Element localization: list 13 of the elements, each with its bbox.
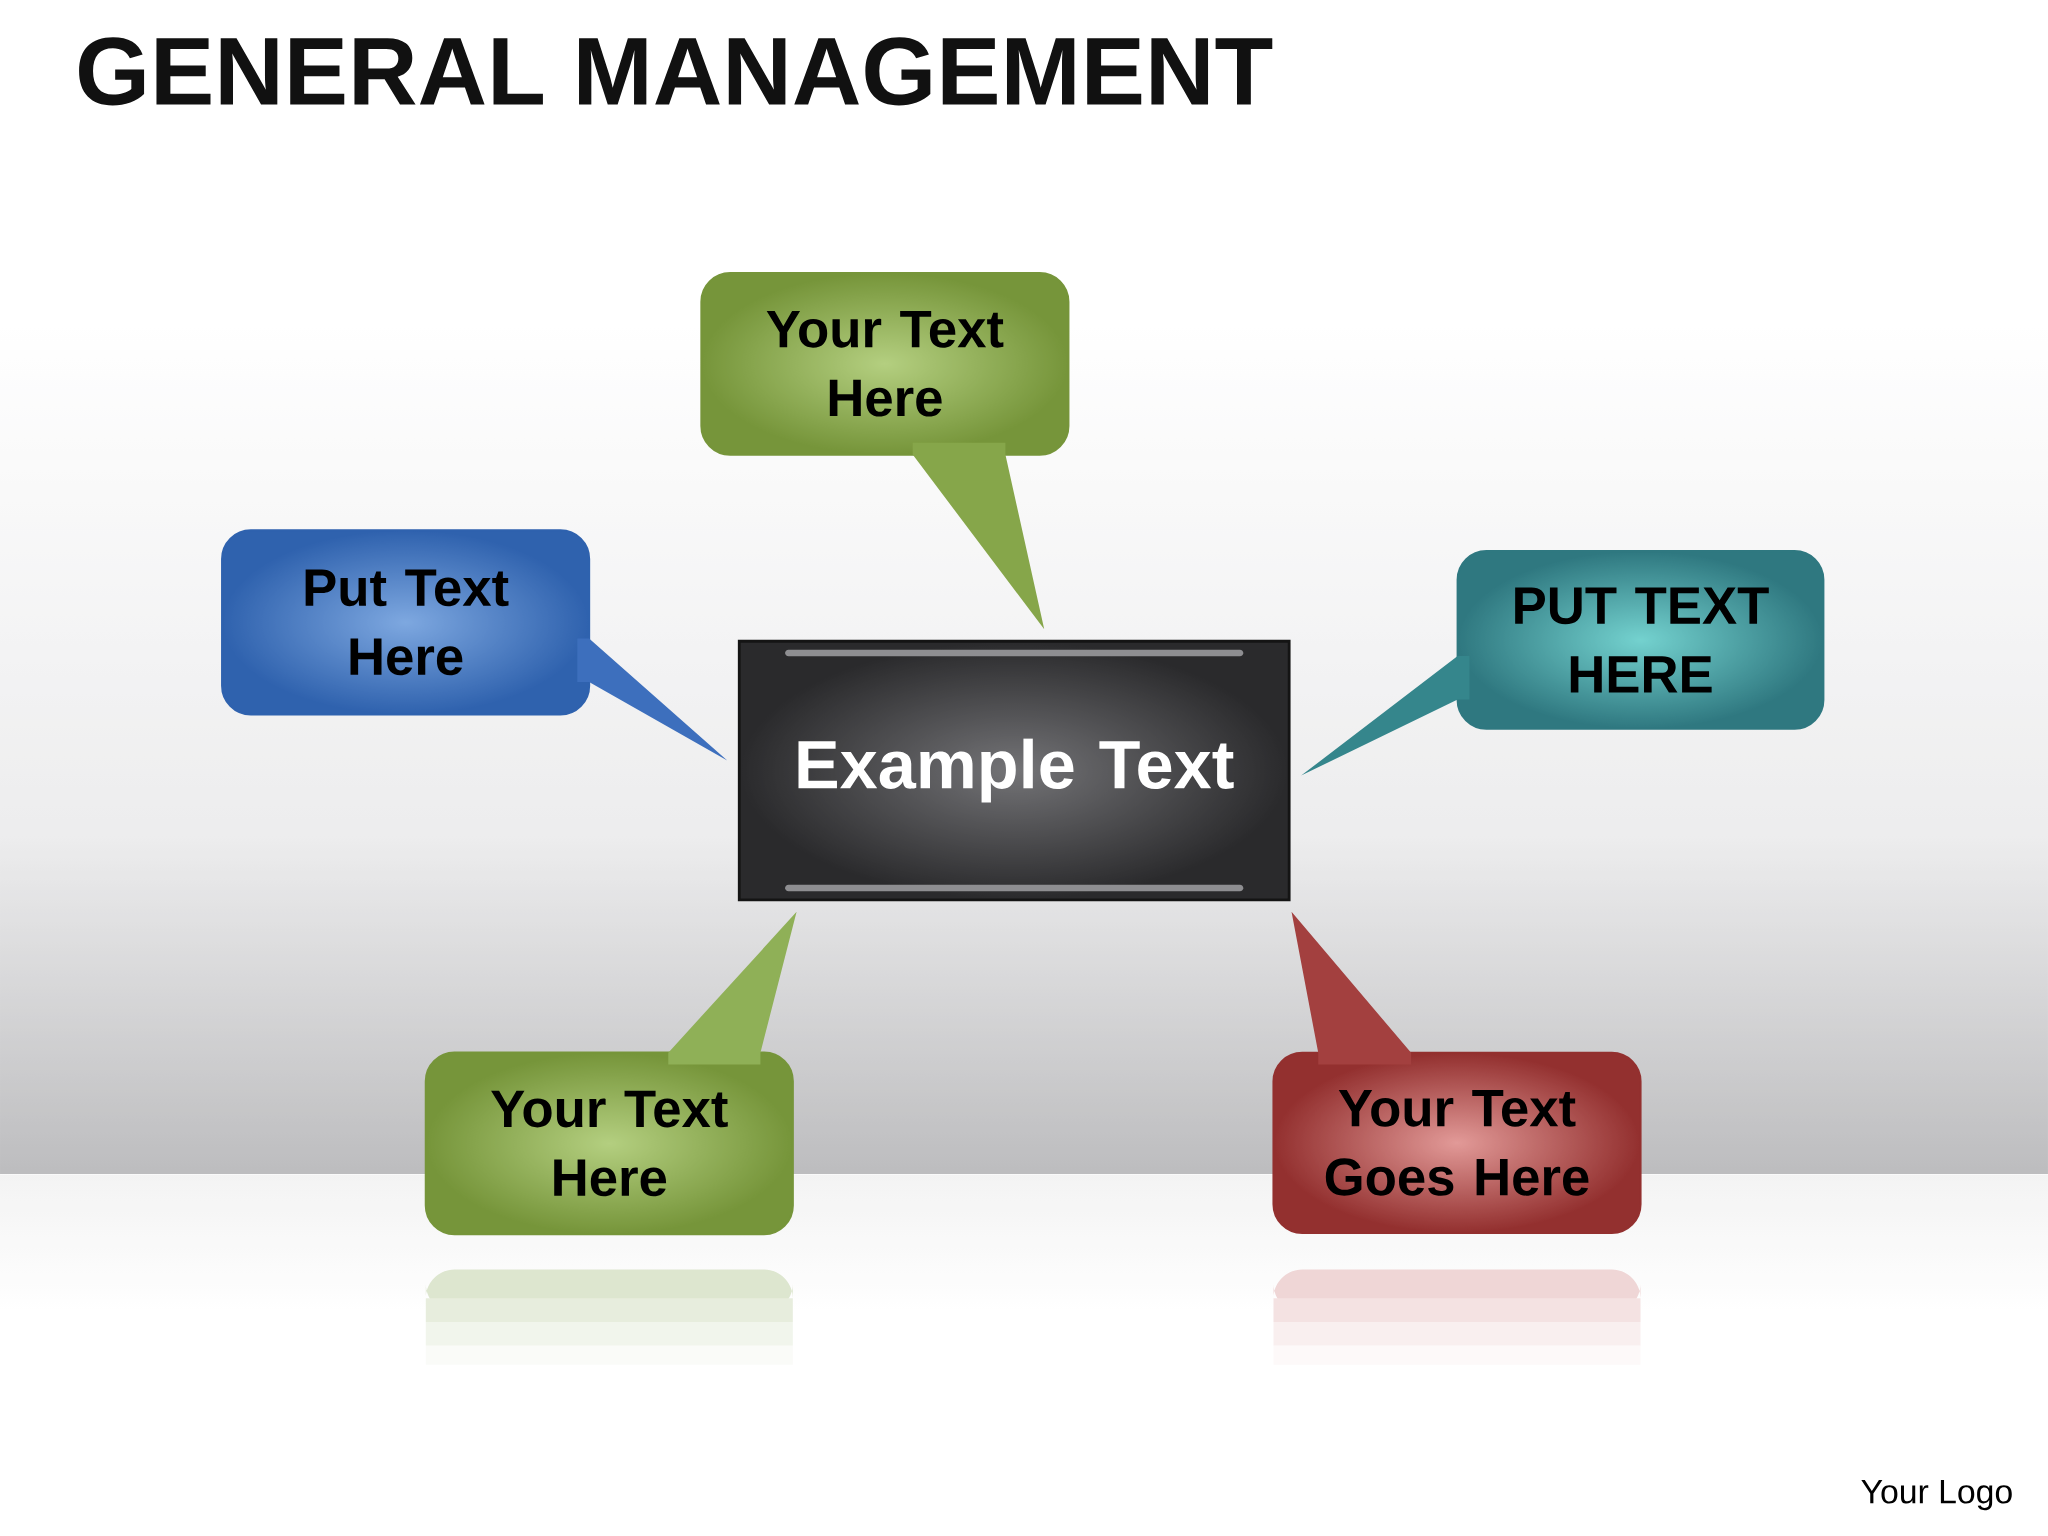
bubble-pointer: [1301, 656, 1470, 776]
speech-bubble: PUT TEXT HERE: [1456, 550, 1825, 730]
speech-bubble: Your Text Here: [700, 271, 1070, 456]
placeholder-text: Your Logo: [1861, 1480, 2012, 1511]
speech-bubble: Your Text Here: [424, 1051, 794, 1236]
bubble-pointer: [912, 442, 1045, 630]
speech-bubble: Put Text Here: [221, 529, 591, 716]
bubble-pointer: [577, 638, 728, 761]
bubble-pointer: [668, 911, 797, 1065]
bubble-pointer: [1291, 911, 1412, 1065]
center-box: Example Text: [737, 639, 1291, 902]
slide-title: GENERAL MANAGEMENT: [79, 37, 1273, 106]
speech-bubble: Your Text Goes Here: [1272, 1051, 1642, 1235]
